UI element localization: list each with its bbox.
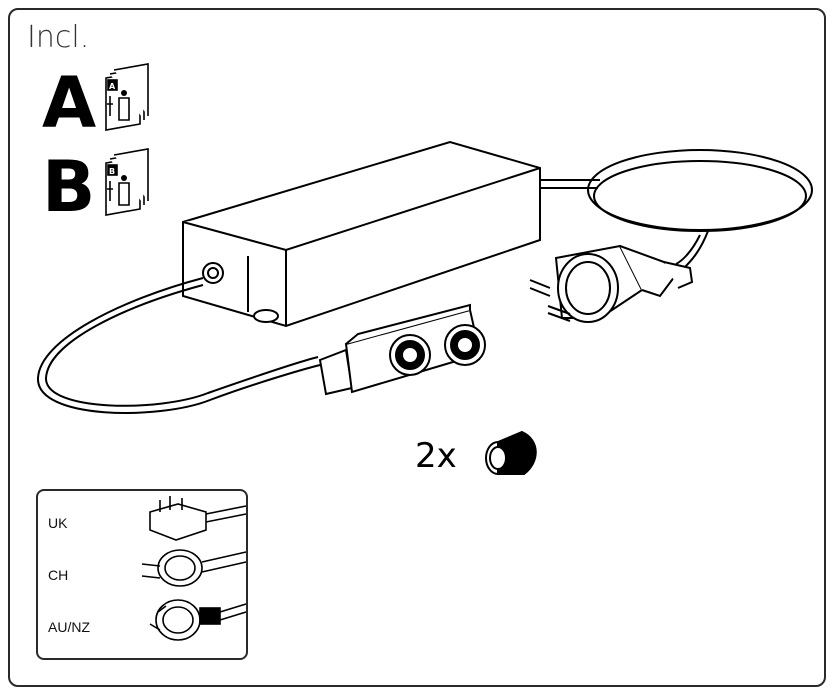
manual-b-booklet-icon [105, 148, 149, 216]
transformer-box [182, 140, 541, 328]
plug-label-uk: UK [48, 515, 68, 531]
connector-cap-icon [485, 430, 537, 475]
au-nz-plug-icon [149, 599, 247, 641]
coiled-power-cable [540, 149, 813, 269]
quantity-label: 2x [415, 436, 457, 476]
plug-variants-inset: UK CH AU/NZ [36, 489, 248, 660]
low-voltage-cable [36, 277, 321, 414]
plug-label-ch: CH [48, 567, 69, 583]
plug-label-au-nz: AU/NZ [48, 619, 90, 635]
manual-a-letter: A [42, 62, 97, 144]
diagram-frame [8, 8, 826, 687]
uk-plug-icon [149, 496, 247, 541]
included-heading: Incl. [27, 20, 90, 55]
splitter-connector [318, 303, 486, 396]
manual-a-booklet-icon [105, 63, 149, 131]
manual-b-letter: B [42, 146, 96, 228]
ch-plug-icon [141, 549, 247, 587]
manual-a-tab-letter: A [109, 82, 116, 91]
manual-b-tab-letter: B [109, 167, 115, 176]
euro-mains-plug [529, 244, 694, 323]
